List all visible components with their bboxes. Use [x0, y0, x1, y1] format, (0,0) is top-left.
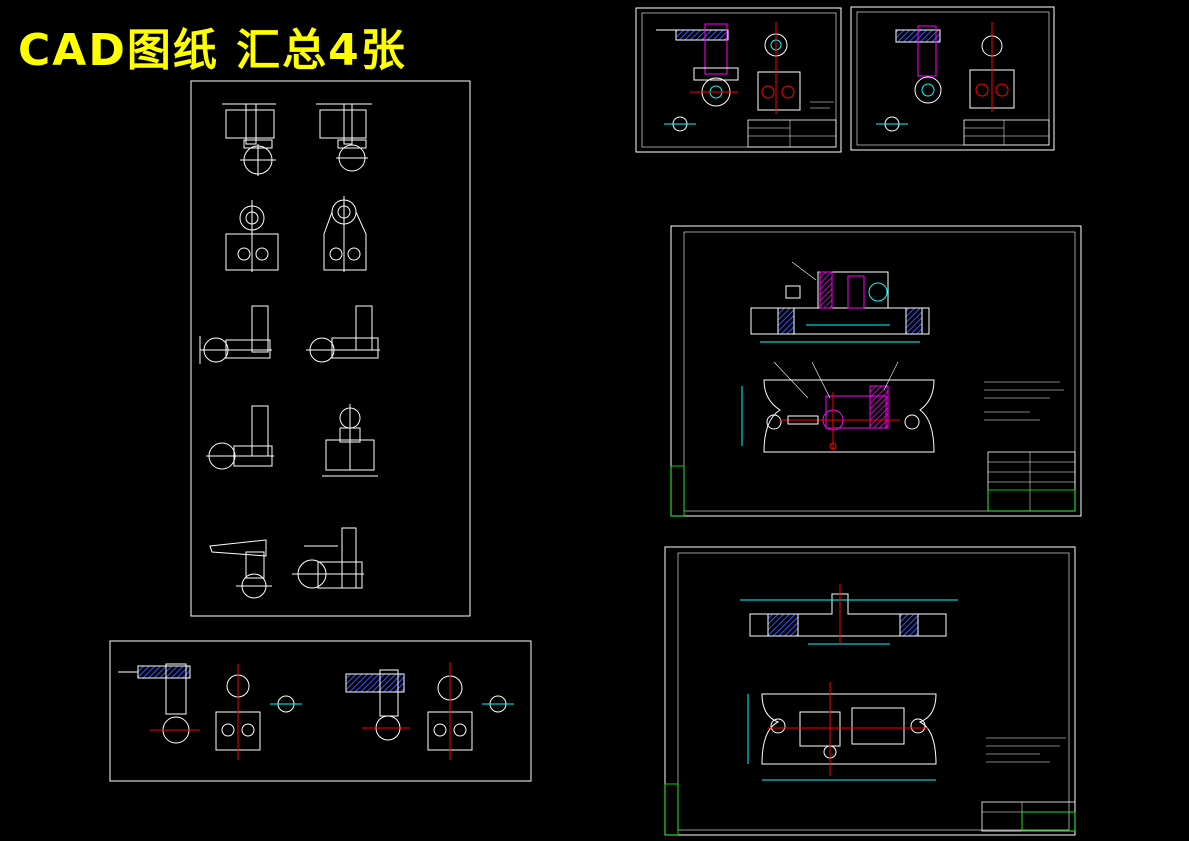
fixture-base-sheet: [664, 546, 1076, 836]
part-views-sheet: [190, 80, 471, 617]
page-title: CAD图纸 汇总4张: [18, 25, 407, 76]
part-view-1b: [316, 103, 372, 172]
part-view-1a: [222, 103, 276, 176]
part-view-2b: [323, 196, 367, 272]
part-view-4b: [322, 404, 378, 477]
sheet-border: [190, 80, 471, 617]
part-assembly-sheet-2: [850, 6, 1055, 151]
sheet-border: [109, 640, 532, 782]
part-view-5b: [292, 527, 364, 589]
fixture-assembly-sheet: [670, 225, 1082, 517]
part-summary-sheet: [109, 640, 532, 782]
sheet-border: [664, 546, 1076, 836]
sheet-border: [850, 6, 1055, 151]
part-view-5a: [209, 539, 272, 599]
part-view-3a: [199, 305, 272, 364]
part-assembly-sheet-1: [635, 7, 842, 153]
sheet-border: [635, 7, 842, 153]
sheet-border: [670, 225, 1082, 517]
part-view-3b: [306, 305, 380, 363]
part-view-2a: [225, 200, 279, 272]
part-view-4a: [206, 405, 274, 470]
